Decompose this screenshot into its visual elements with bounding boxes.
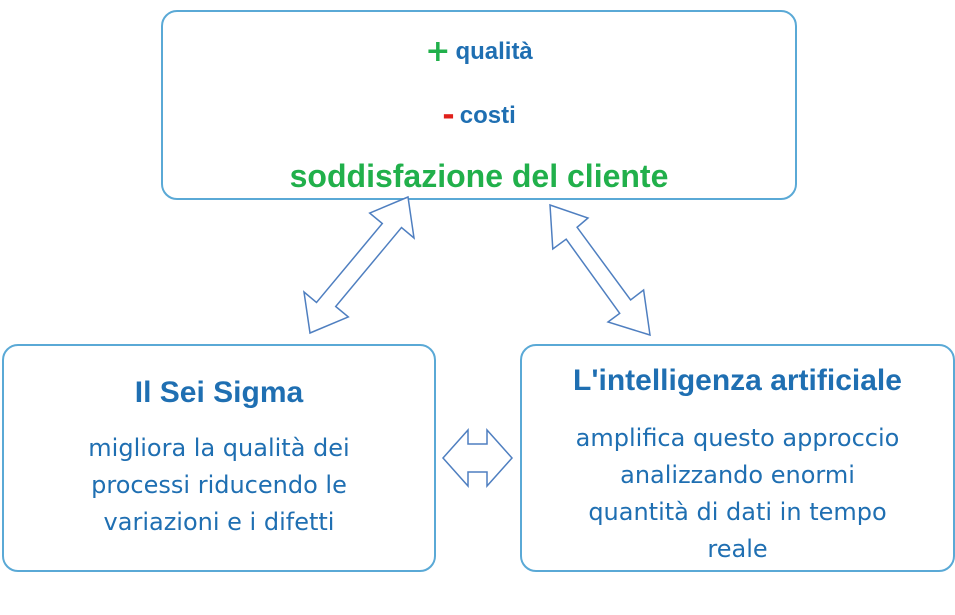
six-sigma-line-1: migliora la qualità dei: [88, 434, 350, 462]
plus-symbol: +: [425, 34, 451, 69]
top-box: + qualità - costi soddisfazione del clie…: [161, 10, 797, 200]
customer-satisfaction-label: soddisfazione del cliente: [289, 158, 669, 194]
arrow-left-top: [302, 195, 416, 335]
six-sigma-box: Il Sei Sigma migliora la qualità dei pro…: [2, 344, 436, 572]
costs-line: - costi: [163, 98, 795, 133]
ai-line-3: quantità di dati in tempo: [588, 498, 887, 526]
six-sigma-line-3: variazioni e i difetti: [103, 508, 335, 536]
ai-title: L'intelligenza artificiale: [573, 364, 902, 397]
arrow-right-top: [549, 203, 651, 337]
costs-label: costi: [459, 102, 516, 129]
minus-symbol: -: [442, 98, 455, 133]
arrow-left-right: [441, 428, 514, 488]
ai-line-2: analizzando enormi: [620, 461, 855, 489]
quality-line: + qualità: [163, 34, 795, 69]
quality-label: qualità: [455, 38, 533, 65]
six-sigma-title: Il Sei Sigma: [134, 376, 304, 409]
ai-box: L'intelligenza artificiale amplifica que…: [520, 344, 955, 572]
ai-description: amplifica questo approccio analizzando e…: [536, 420, 939, 568]
six-sigma-description: migliora la qualità dei processi riducen…: [24, 430, 414, 541]
ai-line-1: amplifica questo approccio: [575, 424, 900, 452]
ai-line-4: reale: [707, 535, 768, 563]
six-sigma-line-2: processi riducendo le: [91, 471, 347, 499]
